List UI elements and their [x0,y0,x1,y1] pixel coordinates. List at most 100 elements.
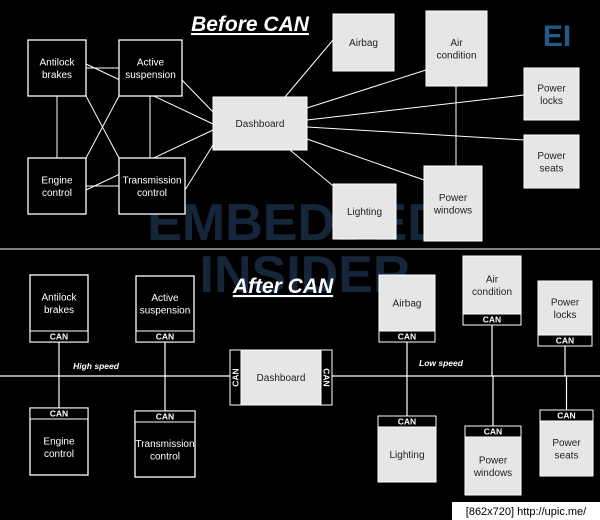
footer-text: [862x720] http://upic.me/ [466,506,587,518]
after-power-windows-label: windows [473,468,512,479]
before-power-seats-box [523,134,580,189]
can-controller-tag-dashboard-left [229,349,242,406]
after-can-title: After CAN [232,275,334,298]
can-controller-tag-power-locks [537,334,593,347]
after-module-lighting: Lighting CAN [377,415,437,483]
can-tag-label-power-locks: CAN [556,336,574,346]
before-transmission-control-label: Transmission [122,175,181,186]
before-air-condition-label: condition [436,50,476,61]
can-controller-tag-airbag [378,330,436,343]
can-controller-tag-air-condition [462,313,522,326]
before-module-airbag: Airbag [332,13,395,72]
before-transmission-control-box [118,157,186,215]
before-antilock-brakes-label: Antilock [39,57,75,68]
after-module-engine-control: Engine control CAN [29,407,89,476]
before-power-locks-label: Power [537,83,566,94]
before-module-dashboard: Dashboard [212,96,308,151]
can-tag-label-antilock-brakes: CAN [50,332,68,342]
before-power-seats-label: Power [537,151,566,162]
can-controller-tag-lighting [377,415,437,428]
before-module-antilock-brakes: Antilock brakes [27,39,87,97]
before-antilock-brakes-box [27,39,87,97]
before-power-windows-label: Power [439,193,468,204]
after-engine-control-label: Engine [43,436,75,447]
can-controller-tag-engine-control [29,407,89,420]
wire-transmission-control-to-dashboard [184,144,214,191]
after-lighting-label: Lighting [389,450,424,461]
can-tag-label-active-suspension: CAN [156,332,174,342]
before-power-windows-label: windows [433,205,472,216]
wire-power-locks-to-dashboard [306,94,525,121]
after-airbag-label: Airbag [393,299,422,310]
after-air-condition-label: condition [472,287,512,298]
before-module-lighting: Lighting [332,183,397,240]
after-air-condition-label: Air [486,274,499,285]
can-tag-label-engine-control: CAN [50,409,68,419]
before-lighting-label: Lighting [347,207,382,218]
before-module-transmission-control: Transmission control [118,157,186,215]
after-antilock-brakes-label: brakes [44,305,74,316]
after-transmission-control-label: control [150,451,180,462]
after-engine-control-label: control [44,449,74,460]
before-module-power-locks: Power locks [523,67,580,121]
before-airbag-box [332,13,395,72]
after-dashboard-label: Dashboard [257,373,306,384]
before-module-active-suspension: Active suspension [118,39,183,97]
before-active-suspension-label: Active [137,57,165,68]
can-tag-label-dashboard-right: CAN [322,368,332,386]
wire-active-suspension-to-dashboard [181,79,214,113]
before-air-condition-label: Air [450,38,463,49]
after-power-seats-label: Power [552,438,581,449]
can-tag-label-lighting: CAN [398,417,416,427]
before-dashboard-label: Dashboard [236,119,285,130]
ei-logo: EI [543,20,571,53]
can-controller-tag-active-suspension [135,330,195,343]
before-airbag-label: Airbag [349,38,378,49]
can-tag-label-airbag: CAN [398,332,416,342]
wire-air-condition-to-dashboard [306,69,427,109]
before-lighting-box [332,183,397,240]
can-tag-label-dashboard-left: CAN [231,368,241,386]
after-antilock-brakes-label: Antilock [41,292,77,303]
after-can-modules: AntilockbrakesCANActivesuspensionCANEngi… [29,255,594,496]
before-transmission-control-label: control [137,188,167,199]
after-dashboard-box [229,349,333,406]
before-engine-control-box [27,157,87,215]
after-power-locks-label: locks [554,310,577,321]
watermark-line-1: EMBEDDED [147,194,445,252]
before-power-windows-box [423,165,483,242]
before-air-condition-box [425,10,488,87]
high-speed-label: High speed [73,361,120,371]
can-tag-label-power-seats: CAN [557,411,575,421]
before-active-suspension-label: suspension [125,70,176,81]
wire-active-suspension-to-engine-control [85,95,120,159]
after-power-windows-label: Power [479,455,508,466]
can-controller-tag-power-windows [464,425,522,438]
after-power-seats-label: seats [555,450,579,461]
wire-power-windows-to-dashboard [306,138,425,181]
before-power-locks-label: locks [540,96,563,107]
before-antilock-brakes-label: brakes [42,70,72,81]
can-bus-stubs [58,325,568,426]
before-active-suspension-box [118,39,183,97]
wire-power-seats-to-dashboard [306,126,525,141]
footer-background [452,502,600,520]
can-controller-tag-transmission-control [134,410,196,423]
can-controller-tag-dashboard-right [320,349,333,406]
can-controller-tag-power-seats [539,409,594,422]
before-power-seats-label: seats [540,163,564,174]
after-power-locks-label: Power [551,297,580,308]
before-engine-control-label: Engine [41,175,73,186]
can-tag-label-transmission-control: CAN [156,412,174,422]
